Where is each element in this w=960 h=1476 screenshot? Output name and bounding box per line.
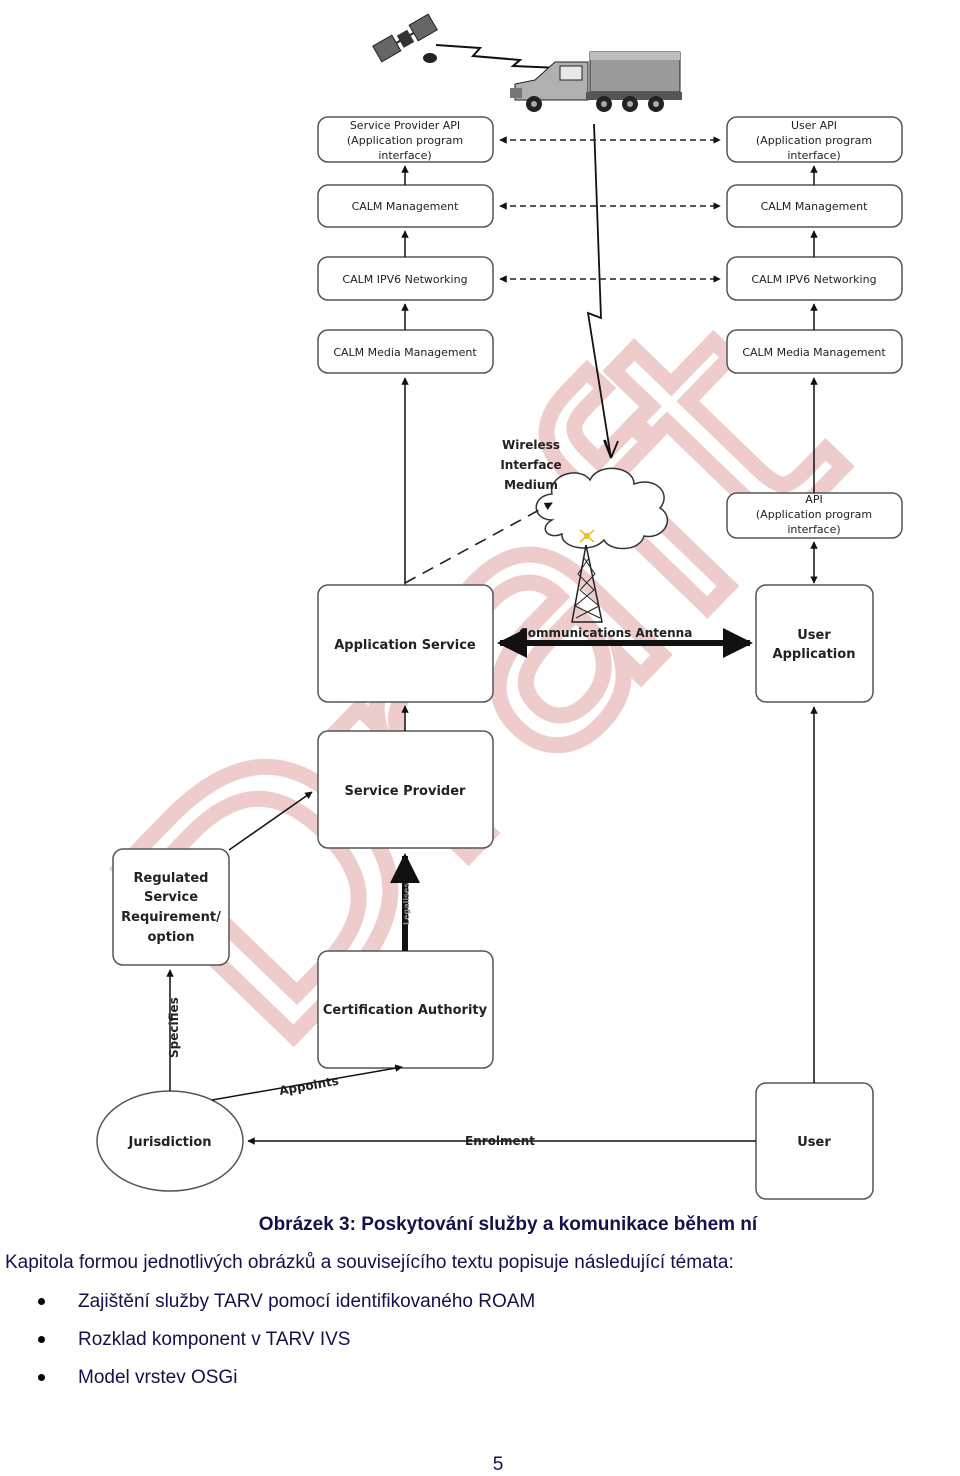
svg-text:(Application program: (Application program (756, 508, 872, 521)
requirement-link (228, 791, 313, 851)
svg-text:Jurisdiction: Jurisdiction (127, 1135, 211, 1150)
bullet-icon (38, 1298, 45, 1305)
regulated-service-box: Regulated Service Requirement/ option (112, 848, 230, 966)
bullet-icon (38, 1336, 45, 1343)
svg-text:CALM Media Management: CALM Media Management (333, 346, 477, 359)
calm-ipv6-right-box: CALM IPV6 Networking (726, 256, 903, 301)
svg-text:Service: Service (144, 890, 198, 905)
appoints-link (211, 1064, 403, 1101)
certification-authority-box: Certification Authority (317, 950, 494, 1069)
svg-text:Wireless: Wireless (502, 438, 560, 452)
svg-text:CALM Management: CALM Management (761, 200, 868, 213)
cloud-icon (535, 467, 669, 550)
calm-media-left-box: CALM Media Management (317, 329, 494, 374)
svg-text:User: User (797, 628, 831, 643)
list-item: Model vrstev OSGi (0, 1366, 535, 1404)
page-number: 5 (492, 1454, 504, 1475)
svg-text:Certification Authority: Certification Authority (323, 1003, 488, 1018)
svg-text:User: User (797, 1135, 831, 1150)
satellite-icon (372, 13, 438, 63)
svg-text:(Application program: (Application program (347, 134, 463, 147)
calm-management-left-box: CALM Management (317, 184, 494, 228)
user-api-box: User API (Application program interface) (726, 116, 903, 163)
topic-list: Zajištění služby TARV pomocí identifikov… (0, 1290, 535, 1404)
list-item: Rozklad komponent v TARV IVS (0, 1328, 535, 1366)
svg-text:interface): interface) (378, 149, 431, 162)
svg-text:Application: Application (773, 647, 856, 662)
svg-text:option: option (147, 930, 194, 945)
svg-text:CALM Media Management: CALM Media Management (742, 346, 886, 359)
svg-text:Medium: Medium (504, 478, 558, 492)
wireless-dashed-link (404, 502, 553, 584)
user-application-box: User Application (755, 584, 874, 703)
svg-text:(Application program: (Application program (756, 134, 872, 147)
svg-text:Requirement/: Requirement/ (121, 910, 221, 925)
antenna-icon (571, 529, 603, 623)
wireless-label: Wireless Interface Medium (500, 438, 561, 492)
bullet-icon (38, 1374, 45, 1381)
svg-text:User API: User API (791, 119, 837, 132)
svg-text:Interface: Interface (500, 458, 561, 472)
user-box: User (755, 1082, 874, 1200)
specifies-label: Specifies (167, 997, 181, 1058)
application-service-box: Application Service (317, 584, 494, 703)
list-item-text: Zajištění služby TARV pomocí identifikov… (78, 1291, 536, 1312)
calm-ipv6-left-box: CALM IPV6 Networking (317, 256, 494, 301)
service-provider-box: Service Provider (317, 730, 494, 849)
list-item-text: Model vrstev OSGi (78, 1367, 238, 1388)
truck-icon (510, 51, 682, 112)
svg-text:interface): interface) (787, 523, 840, 536)
svg-text:CALM Management: CALM Management (352, 200, 459, 213)
svg-text:Regulated: Regulated (134, 871, 209, 886)
svg-text:API: API (805, 493, 822, 506)
svg-text:Application Service: Application Service (334, 638, 476, 653)
svg-text:CALM IPV6 Networking: CALM IPV6 Networking (342, 273, 467, 286)
list-item-text: Rozklad komponent v TARV IVS (78, 1329, 351, 1350)
calm-media-right-box: CALM Media Management (726, 329, 903, 374)
service-provider-api-box: Service Provider API (Application progra… (317, 116, 494, 163)
figure-caption: Obrázek 3: Poskytování služby a komunika… (258, 1214, 758, 1235)
communications-antenna-label: Communications Antenna (519, 626, 692, 640)
wireless-link (586, 123, 612, 459)
svg-text:Service Provider: Service Provider (345, 784, 466, 799)
legalises-label: Legalises (402, 883, 411, 925)
list-item: Zajištění služby TARV pomocí identifikov… (0, 1290, 535, 1328)
enrolment-label: Enrolment (465, 1134, 535, 1148)
service-communication-diagram: Draft Service Provider API (Application … (43, 13, 913, 1200)
svg-text:interface): interface) (787, 149, 840, 162)
svg-text:Service Provider API: Service Provider API (350, 119, 460, 132)
calm-management-right-box: CALM Management (726, 184, 903, 228)
satellite-link (435, 44, 561, 69)
jurisdiction-ellipse: Jurisdiction (96, 1090, 244, 1192)
svg-text:CALM IPV6 Networking: CALM IPV6 Networking (751, 273, 876, 286)
api-box: API (Application program interface) (726, 492, 903, 539)
intro-paragraph: Kapitola formou jednotlivých obrázků a s… (5, 1252, 734, 1273)
